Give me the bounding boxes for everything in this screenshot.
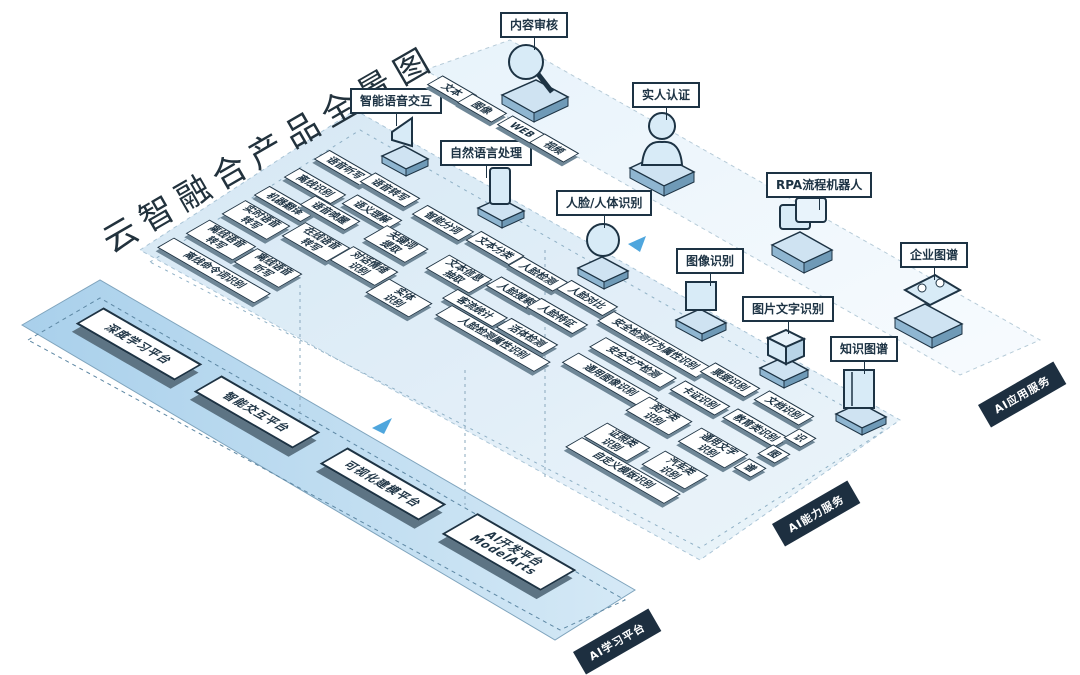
chat-bubbles-icon	[770, 197, 834, 274]
phone-icon	[476, 167, 526, 229]
folder-icon	[674, 281, 728, 342]
magnifier-icon	[500, 44, 570, 123]
callout-kg: 知识图谱	[830, 336, 899, 374]
callout-voice: 智能语音交互	[350, 88, 443, 126]
book-icon	[834, 369, 888, 436]
up-arrow-icon	[628, 236, 646, 252]
callout-face: 人脸/人体识别	[556, 190, 653, 228]
face-id-icon	[576, 223, 630, 290]
person-icon	[628, 112, 696, 197]
up-arrow-icon	[372, 418, 392, 434]
callout-rpa: RPA流程机器人	[766, 172, 873, 210]
graph-icon	[893, 273, 964, 349]
callout-image: 图像识别	[676, 248, 745, 286]
callout-content-audit: 内容审核	[500, 12, 569, 50]
callout-ocr: 图片文字识别	[742, 296, 835, 334]
callout-nlp: 自然语言处理	[440, 140, 533, 178]
megaphone-icon	[380, 116, 430, 177]
callout-real-name: 实人认证	[632, 82, 701, 120]
ai-app-layer	[423, 39, 1042, 376]
box-icon	[758, 328, 810, 389]
callout-enterprise-graph: 企业图谱	[900, 242, 969, 280]
